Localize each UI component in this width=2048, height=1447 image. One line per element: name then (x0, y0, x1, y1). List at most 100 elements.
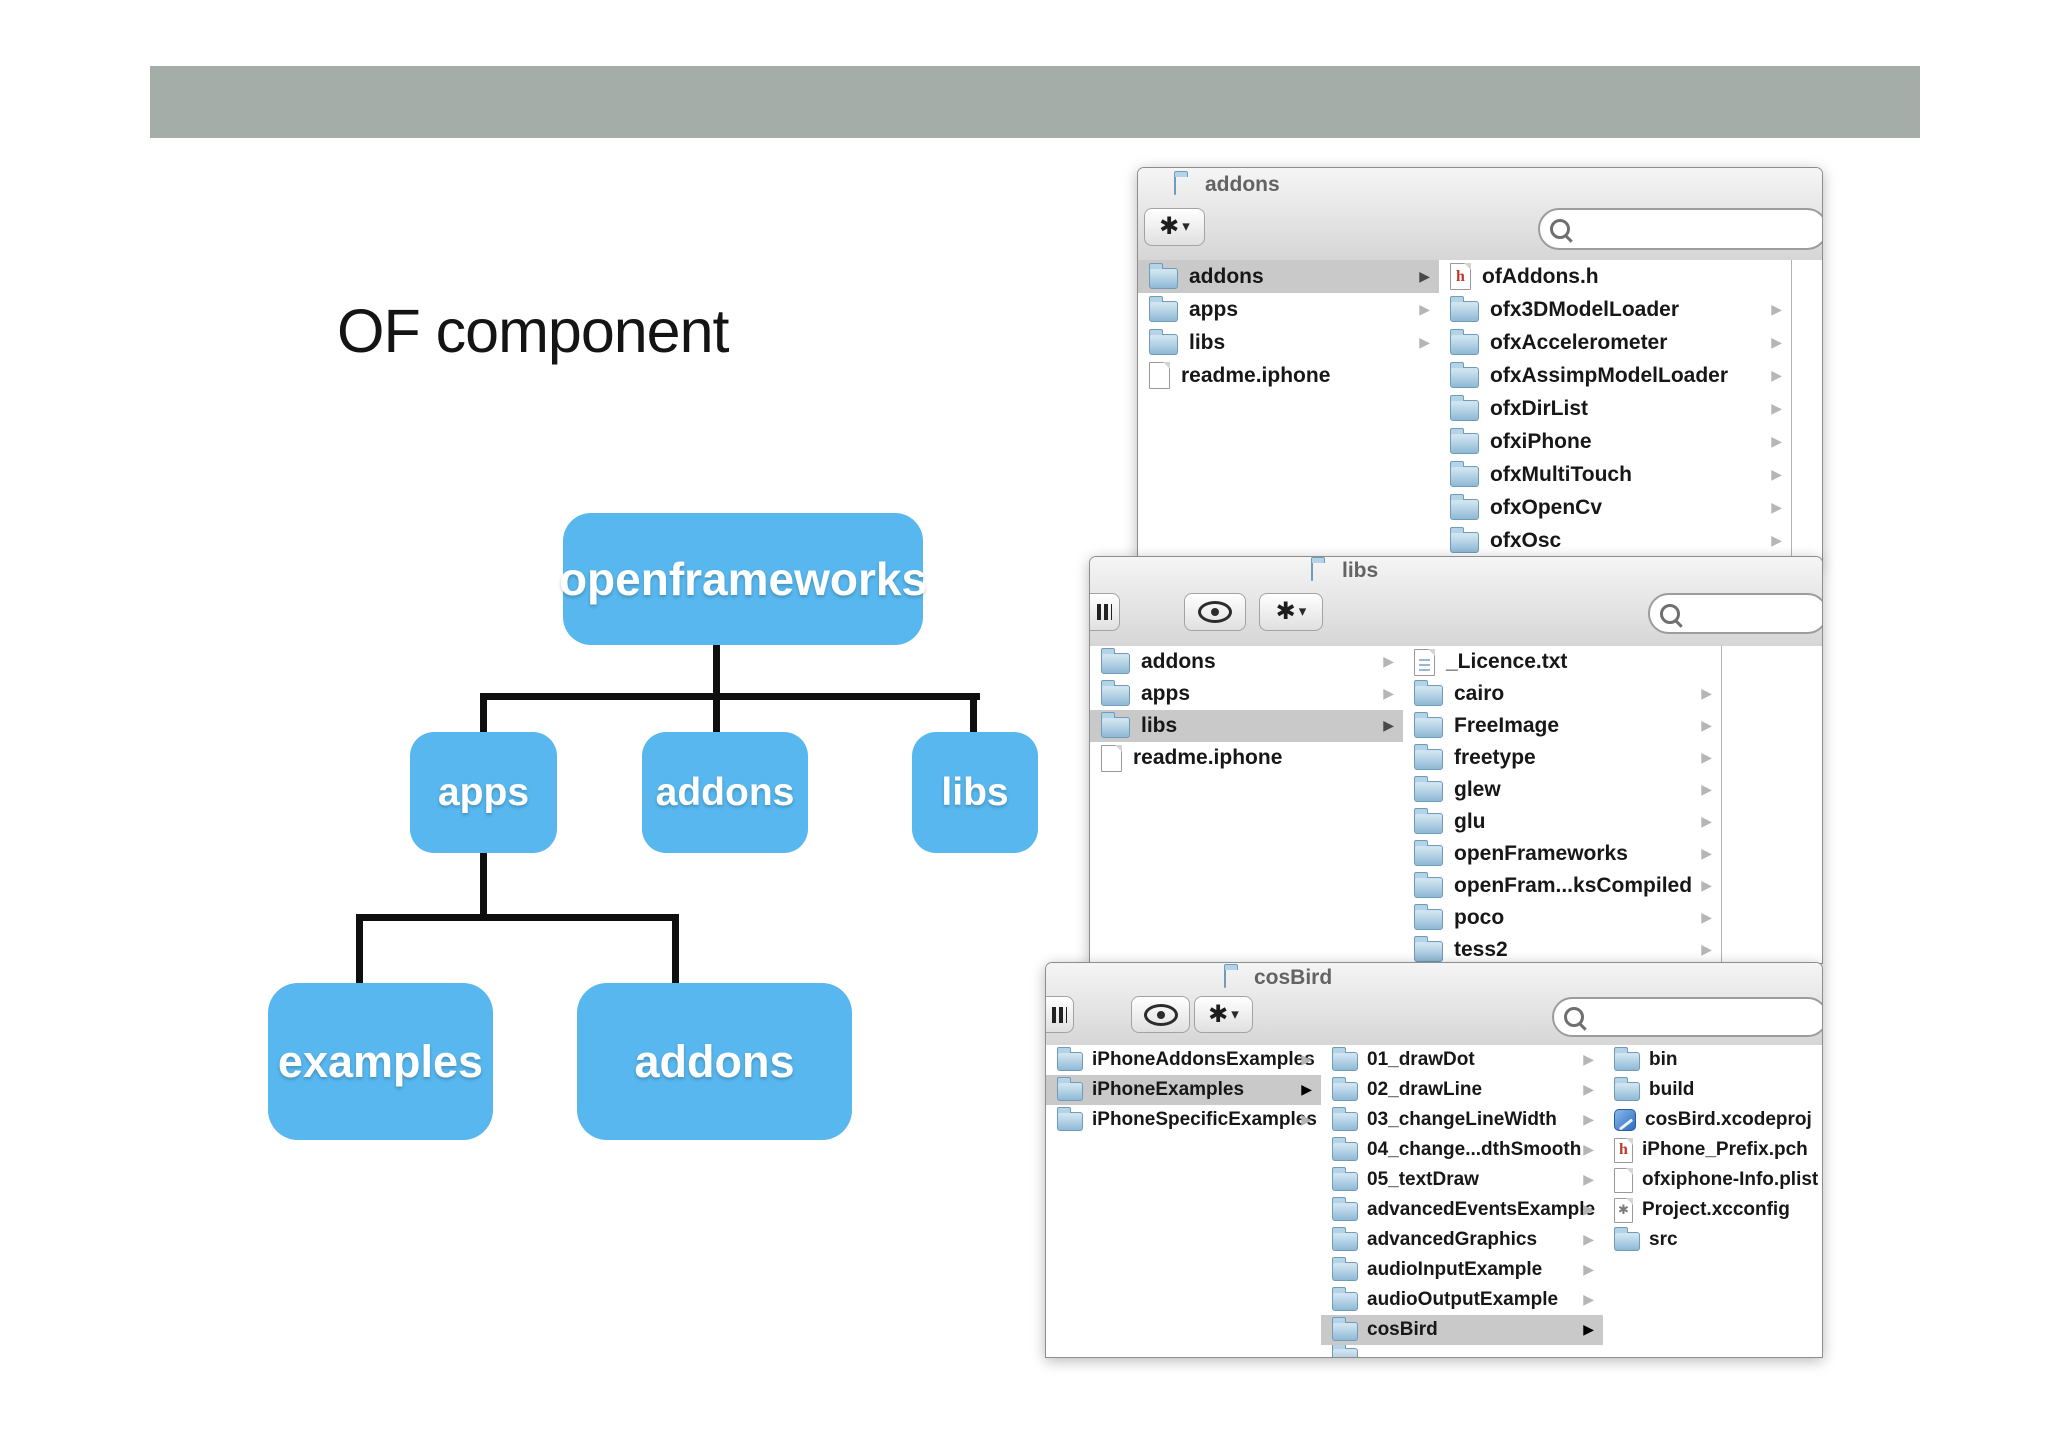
folder-icon (1450, 361, 1479, 388)
list-item-audioinputexample[interactable]: audioInputExample (1321, 1255, 1603, 1285)
list-item-ofxassimpmodelloader[interactable]: ofxAssimpModelLoader (1439, 359, 1791, 392)
folder-icon (1414, 712, 1443, 738)
list-item-label: ofxDirList (1490, 396, 1589, 420)
quick-look-button[interactable] (1131, 996, 1190, 1033)
list-item-label: ofxAssimpModelLoader (1490, 363, 1729, 387)
folder-icon (1332, 1047, 1358, 1071)
list-item-cosbird[interactable]: cosBird (1321, 1315, 1603, 1345)
folder-icon (1614, 1077, 1640, 1101)
view-mode-button[interactable] (1046, 996, 1074, 1033)
list-item-advancedeventsexample[interactable]: advancedEventsExample (1321, 1195, 1603, 1225)
list-item-apps[interactable]: apps (1138, 293, 1439, 326)
folder-icon (1149, 262, 1178, 289)
list-item-label: ofxiPhone (1490, 429, 1592, 453)
list-item-iphoneexamples[interactable]: iPhoneExamples (1046, 1075, 1321, 1105)
list-item-libs[interactable]: libs (1090, 710, 1403, 742)
list-item-openfram-kscompiled[interactable]: openFram...ksCompiled (1403, 870, 1721, 902)
list-item-01-drawdot[interactable]: 01_drawDot (1321, 1045, 1603, 1075)
list-item-cosbird-xcodeproj[interactable]: cosBird.xcodeproj (1603, 1105, 1822, 1135)
list-item-ofxiphone-info-plist[interactable]: ofxiphone-Info.plist (1603, 1165, 1822, 1195)
list-item-freeimage[interactable]: FreeImage (1403, 710, 1721, 742)
action-menu-button[interactable] (1259, 593, 1323, 631)
list-item-partial[interactable] (1321, 1345, 1603, 1357)
list-item-build[interactable]: build (1603, 1075, 1822, 1105)
doc-lines-icon (1414, 648, 1435, 676)
folder-icon (1332, 1077, 1358, 1101)
folder-icon (1057, 1047, 1083, 1071)
search-input[interactable] (1552, 997, 1822, 1037)
list-item-03-changelinewidth[interactable]: 03_changeLineWidth (1321, 1105, 1603, 1135)
list-item-ofxopencv[interactable]: ofxOpenCv (1439, 491, 1791, 524)
finder-window-addons: addons addonsappslibsreadme.iphone hofAd… (1137, 167, 1823, 564)
list-item-ofxdirlist[interactable]: ofxDirList (1439, 392, 1791, 425)
tree-node-addons: addons (642, 732, 808, 853)
list-item-label: glu (1454, 810, 1486, 833)
tree-node-examples: examples (268, 983, 493, 1140)
list-item-advancedgraphics[interactable]: advancedGraphics (1321, 1225, 1603, 1255)
list-item-iphonespecificexamples[interactable]: iPhoneSpecificExamples (1046, 1105, 1321, 1135)
tree-connector (672, 921, 679, 983)
folder-icon (1332, 1167, 1358, 1191)
chevron-down-icon (1231, 1006, 1239, 1024)
list-item-bin[interactable]: bin (1603, 1045, 1822, 1075)
column-browser: iPhoneAddonsExamplesiPhoneExamplesiPhone… (1046, 1045, 1822, 1357)
view-mode-button[interactable] (1090, 593, 1120, 631)
search-input[interactable] (1538, 208, 1822, 250)
list-item-label: libs (1141, 714, 1178, 737)
list-item-src[interactable]: src (1603, 1225, 1822, 1255)
tree-node-apps: apps (410, 732, 557, 853)
tree-connector (713, 645, 720, 697)
list-item-ofxaccelerometer[interactable]: ofxAccelerometer (1439, 326, 1791, 359)
list-item-addons[interactable]: addons (1090, 646, 1403, 678)
disclosure-triangle-icon (1583, 1262, 1594, 1278)
list-item-readme-iphone[interactable]: readme.iphone (1090, 742, 1403, 774)
list-item-02-drawline[interactable]: 02_drawLine (1321, 1075, 1603, 1105)
list-item-label: ofxiphone-Info.plist (1642, 1169, 1819, 1190)
quick-look-button[interactable] (1184, 593, 1246, 631)
disclosure-triangle-icon (1583, 1082, 1594, 1098)
list-item-apps[interactable]: apps (1090, 678, 1403, 710)
list-item-tess2[interactable]: tess2 (1403, 934, 1721, 963)
disclosure-triangle-icon (1583, 1202, 1594, 1218)
column-browser: addonsappslibsreadme.iphone hofAddons.ho… (1138, 260, 1822, 563)
list-item-freetype[interactable]: freetype (1403, 742, 1721, 774)
action-menu-button[interactable] (1194, 996, 1253, 1033)
window-title: libs (1342, 559, 1379, 582)
folder-icon (1614, 1227, 1640, 1251)
list-item-label: apps (1189, 297, 1239, 321)
chevron-down-icon (1182, 218, 1190, 236)
list-item-ofxmultitouch[interactable]: ofxMultiTouch (1439, 458, 1791, 491)
tree-connector (480, 853, 487, 914)
list-item-poco[interactable]: poco (1403, 902, 1721, 934)
list-item-readme-iphone[interactable]: readme.iphone (1138, 359, 1439, 392)
disclosure-triangle-icon (1701, 910, 1712, 926)
folder-icon (1057, 1107, 1083, 1131)
search-input[interactable] (1648, 593, 1822, 634)
list-item-label: ofxAccelerometer (1490, 330, 1668, 354)
list-item-openframeworks[interactable]: openFrameworks (1403, 838, 1721, 870)
list-item-04-change-dthsmooth[interactable]: 04_change...dthSmooth (1321, 1135, 1603, 1165)
list-item-glu[interactable]: glu (1403, 806, 1721, 838)
list-item-iphoneaddonsexamples[interactable]: iPhoneAddonsExamples (1046, 1045, 1321, 1075)
finder-column: iPhoneAddonsExamplesiPhoneExamplesiPhone… (1046, 1045, 1322, 1357)
action-menu-button[interactable] (1144, 208, 1205, 246)
list-item-glew[interactable]: glew (1403, 774, 1721, 806)
disclosure-triangle-icon (1771, 368, 1782, 384)
list-item-label: 04_change...dthSmooth (1367, 1139, 1582, 1160)
folder-icon (1101, 648, 1130, 674)
list-item-ofxiphone[interactable]: ofxiPhone (1439, 425, 1791, 458)
list-item-audiooutputexample[interactable]: audioOutputExample (1321, 1285, 1603, 1315)
folder-icon (1450, 295, 1479, 322)
list-item-libs[interactable]: libs (1138, 326, 1439, 359)
list-item-05-textdraw[interactable]: 05_textDraw (1321, 1165, 1603, 1195)
list-item-addons[interactable]: addons (1138, 260, 1439, 293)
slide-header-bar (150, 66, 1920, 138)
disclosure-triangle-icon (1701, 846, 1712, 862)
list-item-cairo[interactable]: cairo (1403, 678, 1721, 710)
list-item-ofxosc[interactable]: ofxOsc (1439, 524, 1791, 557)
list-item--licence-txt[interactable]: _Licence.txt (1403, 646, 1721, 678)
list-item-ofx3dmodelloader[interactable]: ofx3DModelLoader (1439, 293, 1791, 326)
list-item-project-xcconfig[interactable]: ✱Project.xcconfig (1603, 1195, 1822, 1225)
